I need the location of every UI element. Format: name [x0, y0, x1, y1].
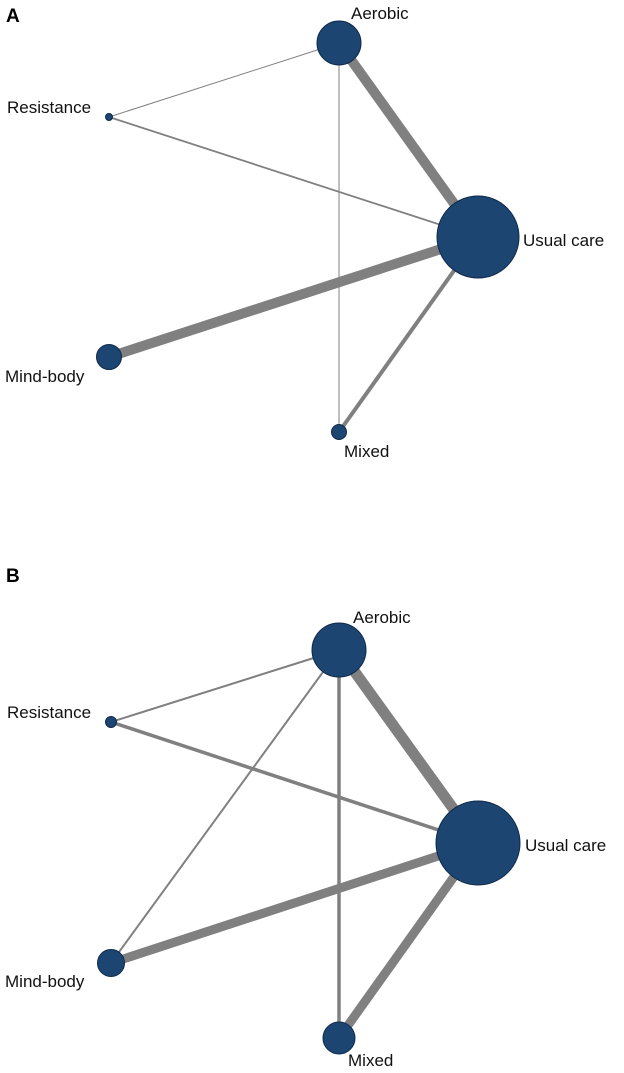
panel-a-nodes [96, 20, 520, 440]
label-usual-care: Usual care [525, 836, 606, 855]
node-aerobic [311, 622, 367, 678]
edge-mind-body-usual-care [107, 232, 480, 362]
panel-b-labels: Aerobic Resistance Usual care Mind-body … [5, 608, 606, 1070]
edge-aerobic-resistance [108, 42, 340, 118]
panel-b-nodes [97, 622, 521, 1055]
label-mind-body: Mind-body [5, 367, 85, 386]
panel-a-edges [107, 40, 483, 434]
panel-b-edges [109, 646, 483, 1041]
node-usual-care [436, 195, 520, 279]
edge-aerobic-resistance [110, 649, 340, 723]
node-mind-body [96, 344, 122, 370]
panel-a-labels: Aerobic Resistance Usual care Mind-body … [5, 4, 604, 461]
node-resistance [105, 113, 113, 121]
edge-aerobic-mind-body [110, 649, 340, 964]
node-mixed [322, 1021, 356, 1055]
edge-mind-body-usual-care [109, 838, 480, 968]
node-mind-body [97, 949, 125, 977]
label-aerobic: Aerobic [351, 4, 409, 23]
label-aerobic: Aerobic [353, 608, 411, 627]
edge-resistance-usual-care [108, 116, 479, 238]
panel-a-label: A [6, 6, 20, 27]
label-mixed: Mixed [344, 442, 389, 461]
panel-a: A Aerobic Resistance Usual care Mind-bod… [5, 4, 604, 461]
label-usual-care: Usual care [523, 231, 604, 250]
node-resistance [105, 716, 117, 728]
panel-b-label: B [6, 566, 20, 587]
node-mixed [331, 424, 347, 440]
label-mind-body: Mind-body [5, 972, 85, 991]
label-resistance: Resistance [7, 98, 91, 117]
panel-b: B Aerobic Resistance Usual care Mind-bod… [5, 566, 606, 1070]
edge-resistance-usual-care [110, 720, 479, 845]
label-mixed: Mixed [348, 1051, 393, 1070]
label-resistance: Resistance [7, 703, 91, 722]
node-aerobic [316, 20, 362, 66]
node-usual-care [435, 800, 521, 886]
